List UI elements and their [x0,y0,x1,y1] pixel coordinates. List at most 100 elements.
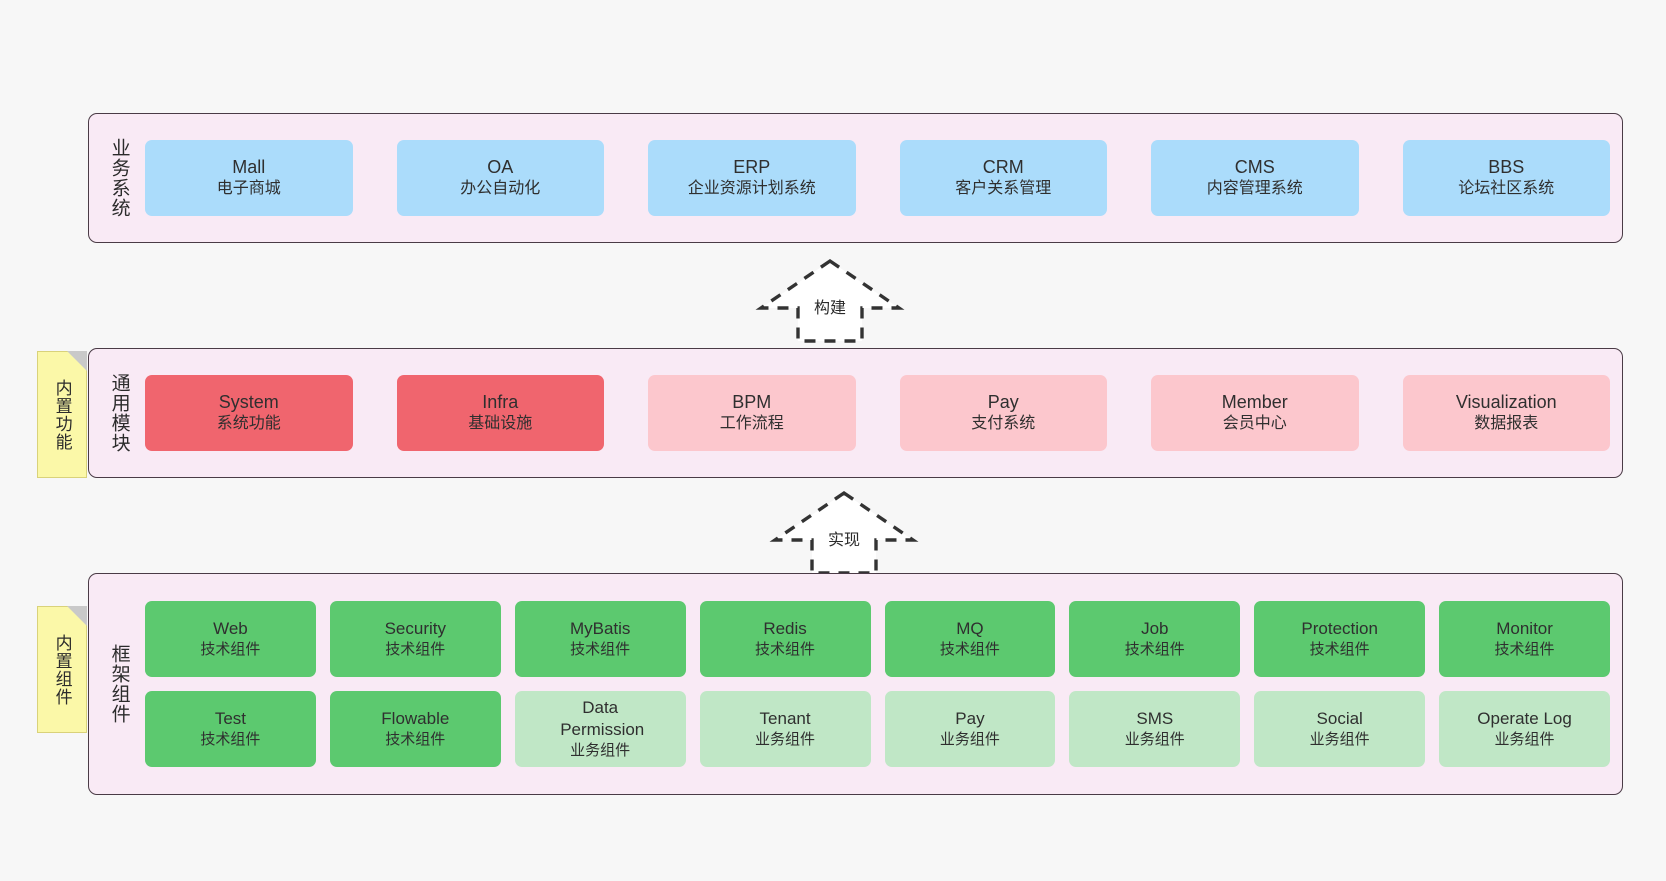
cell-title: CMS [1234,156,1275,177]
cell-subtitle: 技术组件 [1124,641,1185,659]
connector-build: 构建 [755,258,905,344]
cell-subtitle: 业务组件 [1124,731,1185,749]
cell-subtitle: 电子商城 [216,180,281,198]
cell-subtitle: 技术组件 [1494,641,1555,659]
cell-title: Flowable [381,709,450,729]
cell-security[interactable]: Security 技术组件 [329,601,501,677]
cell-test[interactable]: Test 技术组件 [145,691,316,767]
cell-subtitle: 业务组件 [1494,731,1555,749]
cell-title: Mall [232,156,266,177]
cell-subtitle: 企业资源计划系统 [687,180,816,198]
layer-cells-framework-component: Web 技术组件 Security 技术组件 MyBatis 技术组件 Redi… [139,574,1622,794]
cell-subtitle: 办公自动化 [460,180,541,198]
layer-common-module: 通用模块 System 系统功能 Infra 基础设施 BPM 工作流程 Pay… [88,348,1623,478]
cell-subtitle: 论坛社区系统 [1458,180,1555,198]
connector-implement: 实现 [769,490,919,576]
cell-data-permission[interactable]: Data Permission 业务组件 [514,691,686,767]
cell-subtitle: 技术组件 [200,731,261,749]
note-fold-corner-icon [67,351,87,371]
cell-title: Web [213,619,248,639]
cell-redis[interactable]: Redis 技术组件 [699,601,871,677]
cell-title: Test [214,709,247,729]
cell-subtitle: 内容管理系统 [1206,180,1303,198]
framework-row-business: Test 技术组件 Flowable 技术组件 Data Permission … [145,691,1610,767]
cell-title: CRM [982,156,1024,177]
cell-subtitle: 技术组件 [1309,641,1370,659]
cell-subtitle: 技术组件 [755,641,816,659]
cell-infra[interactable]: Infra 基础设施 [396,375,604,451]
cell-protection[interactable]: Protection 技术组件 [1254,601,1426,677]
cell-mq[interactable]: MQ 技术组件 [884,601,1056,677]
cell-subtitle: 业务组件 [755,731,816,749]
cell-flowable[interactable]: Flowable 技术组件 [329,691,501,767]
cell-subtitle: 业务组件 [1309,731,1370,749]
layer-cells-business-system: Mall 电子商城 OA 办公自动化 ERP 企业资源计划系统 CRM 客户关系… [139,114,1622,242]
cell-title: Monitor [1496,619,1553,639]
cell-crm[interactable]: CRM 客户关系管理 [899,140,1107,216]
layer-framework-component: 框架组件 Web 技术组件 Security 技术组件 MyBatis 技术组件… [88,573,1623,795]
note-fold-corner-icon [67,606,87,626]
cell-subtitle: 技术组件 [939,641,1000,659]
cell-monitor[interactable]: Monitor 技术组件 [1439,601,1610,677]
cell-subtitle: 会员中心 [1222,415,1287,433]
cell-mall[interactable]: Mall 电子商城 [145,140,353,216]
cell-title: Pay [955,709,985,729]
cell-title: Infra [482,391,519,412]
cell-mybatis[interactable]: MyBatis 技术组件 [514,601,686,677]
cell-bpm[interactable]: BPM 工作流程 [648,375,856,451]
cell-subtitle: 技术组件 [385,641,446,659]
note-builtin-component: 内置组件 [37,606,87,733]
cell-title: BBS [1488,156,1525,177]
layer-title-common-module: 通用模块 [108,373,130,453]
cell-oa[interactable]: OA 办公自动化 [396,140,604,216]
cell-title: BPM [732,391,772,412]
cell-bbs[interactable]: BBS 论坛社区系统 [1402,140,1610,216]
note-builtin-function: 内置功能 [37,351,87,478]
cell-erp[interactable]: ERP 企业资源计划系统 [648,140,856,216]
cell-title: Social [1316,709,1363,729]
cell-tenant[interactable]: Tenant 业务组件 [699,691,871,767]
layer-title-framework-component: 框架组件 [108,644,130,724]
note-label: 内置功能 [52,378,72,451]
cell-title: Security [384,619,447,639]
cell-title: MQ [956,619,984,639]
cell-subtitle: 业务组件 [570,742,631,760]
cell-title: Member [1221,391,1288,412]
cell-job[interactable]: Job 技术组件 [1069,601,1241,677]
connector-build-label: 构建 [813,300,847,317]
cell-subtitle: 业务组件 [939,731,1000,749]
cell-social[interactable]: Social 业务组件 [1254,691,1426,767]
connector-implement-label: 实现 [827,532,861,549]
cell-cms[interactable]: CMS 内容管理系统 [1151,140,1359,216]
cell-pay-module[interactable]: Pay 支付系统 [899,375,1107,451]
cell-visualization[interactable]: Visualization 数据报表 [1402,375,1610,451]
cell-system[interactable]: System 系统功能 [145,375,353,451]
cell-sms[interactable]: SMS 业务组件 [1069,691,1241,767]
cell-title: Tenant [759,709,811,729]
cell-title: OA [487,156,514,177]
cell-subtitle: 客户关系管理 [955,180,1052,198]
cell-subtitle: 支付系统 [971,415,1036,433]
layer-business-system: 业务系统 Mall 电子商城 OA 办公自动化 ERP 企业资源计划系统 CRM… [88,113,1623,243]
cell-title: Job [1141,619,1169,639]
cell-title: Data Permission [560,698,645,740]
cell-subtitle: 技术组件 [200,641,261,659]
arrow-up-dashed-icon [755,258,905,343]
cell-web[interactable]: Web 技术组件 [145,601,316,677]
cell-subtitle: 系统功能 [216,415,281,433]
cell-title: Visualization [1455,391,1557,412]
cell-operate-log[interactable]: Operate Log 业务组件 [1439,691,1610,767]
cell-title: System [218,391,279,412]
layer-cells-common-module: System 系统功能 Infra 基础设施 BPM 工作流程 Pay 支付系统… [139,349,1622,477]
framework-row-technical: Web 技术组件 Security 技术组件 MyBatis 技术组件 Redi… [145,601,1610,677]
cell-subtitle: 基础设施 [468,415,533,433]
cell-subtitle: 技术组件 [570,641,631,659]
cell-member[interactable]: Member 会员中心 [1151,375,1359,451]
cell-title: Operate Log [1477,709,1572,729]
cell-pay-component[interactable]: Pay 业务组件 [884,691,1056,767]
cell-subtitle: 技术组件 [385,731,446,749]
cell-subtitle: 工作流程 [719,415,784,433]
cell-title: MyBatis [569,619,631,639]
cell-title: Redis [763,619,807,639]
